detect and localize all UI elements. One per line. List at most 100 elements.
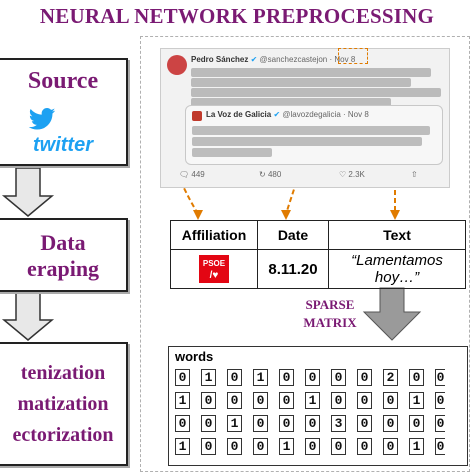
scraping-label-line2: eraping bbox=[26, 256, 100, 281]
sparse-matrix-label: SPARSE MATRIX bbox=[290, 296, 370, 332]
date-highlight bbox=[338, 48, 368, 64]
matrix-cell-cut: 0 bbox=[435, 369, 445, 386]
matrix-cell: 0 bbox=[409, 369, 424, 386]
cell-affiliation: PSOE/♥ bbox=[170, 249, 258, 289]
twitter-bird-icon bbox=[28, 108, 56, 130]
like-count-value: 2.3K bbox=[348, 170, 365, 179]
matrix-cell: 1 bbox=[175, 438, 190, 455]
sparse-label-line1: SPARSE bbox=[305, 297, 355, 312]
matrix-cell-cut: 0 bbox=[435, 438, 445, 455]
quoted-date: · Nov 8 bbox=[343, 110, 369, 119]
matrix-cell: 0 bbox=[357, 369, 372, 386]
matrix-cell: 0 bbox=[357, 438, 372, 455]
cell-date: 8.11.20 bbox=[257, 249, 329, 289]
matrix-cell: 0 bbox=[409, 415, 424, 432]
scraping-label-line1: Data bbox=[40, 230, 86, 255]
matrix-cell: 0 bbox=[383, 392, 398, 409]
example-panel bbox=[140, 36, 470, 472]
tweet-card: Pedro Sánchez ✔ @sanchezcastejon · Nov 8… bbox=[160, 48, 450, 188]
twitter-logo-text: twitter bbox=[33, 134, 93, 156]
header-date: Date bbox=[257, 220, 329, 250]
reply-count-value: 449 bbox=[191, 170, 205, 179]
matrix-cell: 0 bbox=[175, 369, 190, 386]
diagram-title: NEURAL NETWORK PREPROCESSING bbox=[39, 4, 435, 28]
quoted-handle: @lavozdegalicia bbox=[282, 110, 341, 119]
header-text: Text bbox=[328, 220, 466, 250]
header-affiliation: Affiliation bbox=[170, 220, 258, 250]
table-row: PSOE/♥ 8.11.20 “Lamentamos hoy…” bbox=[170, 249, 466, 289]
quoted-author: La Voz de Galicia bbox=[206, 110, 272, 119]
extracted-fields-table: Affiliation Date Text PSOE/♥ 8.11.20 “La… bbox=[170, 220, 466, 289]
scraping-step-box: Data eraping bbox=[0, 218, 128, 292]
matrix-cell: 0 bbox=[305, 369, 320, 386]
matrix-cell: 0 bbox=[227, 438, 242, 455]
matrix-cell: 2 bbox=[383, 369, 398, 386]
matrix-cell: 0 bbox=[253, 392, 268, 409]
matrix-cell: 0 bbox=[331, 438, 346, 455]
psoe-logo-text: PSOE bbox=[202, 259, 226, 268]
psoe-logo: PSOE/♥ bbox=[199, 255, 229, 283]
table-header-row: Affiliation Date Text bbox=[170, 220, 466, 250]
matrix-cell: 0 bbox=[331, 369, 346, 386]
source-label: Source bbox=[27, 68, 99, 94]
sparse-label-line2: MATRIX bbox=[303, 315, 357, 330]
verified-icon: ✔ bbox=[250, 55, 258, 64]
matrix-cell: 1 bbox=[305, 392, 320, 409]
matrix-cell: 0 bbox=[305, 415, 320, 432]
matrix-cell: 1 bbox=[409, 392, 424, 409]
matrix-cell-cut: 0 bbox=[435, 415, 445, 432]
matrix-cell: 1 bbox=[201, 369, 216, 386]
matrix-cell: 0 bbox=[331, 392, 346, 409]
matrix-cell: 0 bbox=[253, 438, 268, 455]
matrix-cell: 0 bbox=[383, 415, 398, 432]
retweet-count: ↻ 480 bbox=[259, 170, 282, 179]
matrix-cell: 0 bbox=[227, 369, 242, 386]
tweet-author: Pedro Sánchez bbox=[191, 55, 249, 64]
matrix-cell-cut: 0 bbox=[435, 392, 445, 409]
processing-step-box: tenization matization ectorization bbox=[0, 342, 128, 466]
retweet-count-value: 480 bbox=[267, 170, 282, 179]
avatar bbox=[167, 55, 187, 75]
tweet-date: · Nov 8 bbox=[329, 55, 356, 64]
matrix-cell: 0 bbox=[175, 415, 190, 432]
matrix-cell: 0 bbox=[383, 438, 398, 455]
quoted-avatar bbox=[192, 111, 202, 121]
matrix-cell: 0 bbox=[227, 392, 242, 409]
reply-count: 🗨 449 bbox=[179, 170, 205, 179]
tweet-handle: @sanchezcastejon bbox=[259, 55, 328, 64]
cell-text: “Lamentamos hoy…” bbox=[328, 249, 466, 289]
processing-line-vectorization: ectorization bbox=[12, 424, 114, 446]
source-step-box: Source twitter bbox=[0, 58, 128, 166]
processing-line-tokenization: tenization bbox=[20, 362, 106, 384]
matrix-cell: 0 bbox=[357, 415, 372, 432]
matrix-cell: 0 bbox=[305, 438, 320, 455]
matrix-cell: 0 bbox=[201, 415, 216, 432]
quoted-header: La Voz de Galicia ✔ @lavozdegalicia · No… bbox=[206, 110, 369, 119]
tweet-header: Pedro Sánchez ✔ @sanchezcastejon · Nov 8 bbox=[191, 55, 355, 64]
share-icon: ⇧ bbox=[411, 170, 418, 179]
quoted-tweet: La Voz de Galicia ✔ @lavozdegalicia · No… bbox=[185, 105, 443, 165]
matrix-cell: 1 bbox=[175, 392, 190, 409]
processing-line-lemmatization: matization bbox=[17, 393, 109, 415]
matrix-cell: 0 bbox=[201, 438, 216, 455]
matrix-words-label: words bbox=[175, 349, 214, 364]
matrix-cell: 0 bbox=[279, 415, 294, 432]
blurred-text bbox=[191, 68, 431, 77]
matrix-cell: 1 bbox=[253, 369, 268, 386]
down-arrow-2 bbox=[1, 291, 55, 341]
matrix-cell: 0 bbox=[279, 392, 294, 409]
matrix-cell: 3 bbox=[331, 415, 346, 432]
matrix-cell: 0 bbox=[357, 392, 372, 409]
matrix-cell: 1 bbox=[409, 438, 424, 455]
matrix-cell: 0 bbox=[201, 392, 216, 409]
matrix-cell: 1 bbox=[279, 438, 294, 455]
down-arrow-1 bbox=[1, 167, 55, 217]
matrix-cell: 0 bbox=[253, 415, 268, 432]
down-arrow-matrix bbox=[362, 287, 422, 341]
like-count: ♡ 2.3K bbox=[339, 170, 365, 179]
verified-icon: ✔ bbox=[273, 110, 281, 119]
matrix-cell: 0 bbox=[279, 369, 294, 386]
